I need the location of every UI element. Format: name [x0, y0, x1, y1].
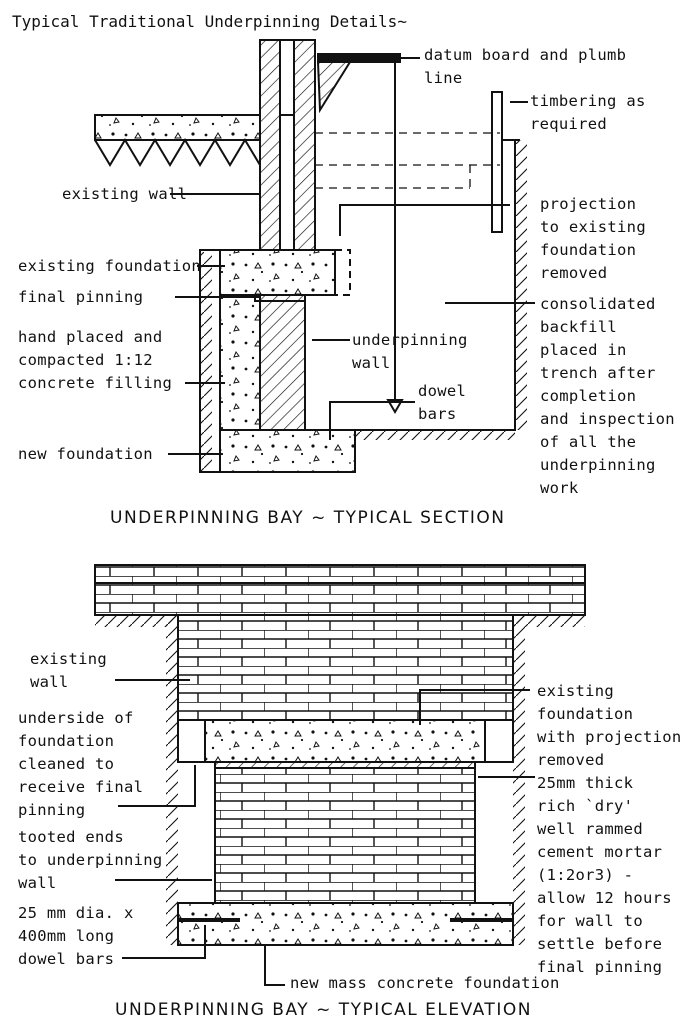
datum-board: [317, 53, 401, 63]
label-dowel-bars: dowel bars: [418, 382, 467, 423]
elevation-drawing: [94, 564, 586, 986]
label-consolidated-backfill: consolidated backfill placed in trench a…: [540, 295, 675, 497]
label-tooted-ends: tooted ends to underpinning wall: [18, 828, 163, 892]
label-hand-placed: hand placed and compacted 1:12 concrete …: [18, 328, 173, 392]
underpinning-wall-section: [259, 300, 306, 431]
hardcore-zigzag: [94, 138, 261, 167]
new-mass-concrete-foundation: [177, 902, 514, 946]
section-drawing: [94, 39, 535, 473]
concrete-filling: [219, 294, 261, 431]
title: Typical Traditional Underpinning Details…: [12, 12, 407, 31]
label-underside: underside of foundation cleaned to recei…: [18, 709, 144, 819]
label-datum-board: datum board and plumb line: [424, 46, 627, 87]
label-new-foundation: new foundation: [18, 445, 153, 463]
elevation-caption: UNDERPINNING BAY ~ TYPICAL ELEVATION: [115, 1000, 532, 1020]
underpinning-brickwork: [214, 767, 476, 904]
ground-slab: [94, 114, 261, 141]
label-dowel-bars-elev: 25 mm dia. x 400mm long dowel bars: [18, 904, 134, 968]
label-final-pinning: final pinning: [18, 288, 144, 306]
label-existing-wall: existing wall: [62, 185, 188, 203]
wall-cavity: [279, 39, 295, 251]
label-underpinning-wall: underpinning wall: [352, 331, 468, 372]
timbering: [491, 91, 503, 233]
section-caption: UNDERPINNING BAY ~ TYPICAL SECTION: [110, 508, 506, 528]
new-foundation-section: [219, 429, 356, 473]
label-existing-wall-elev: existing wall: [30, 650, 108, 691]
existing-foundation-elevation: [204, 719, 486, 763]
label-new-mass-concrete: new mass concrete foundation: [290, 974, 560, 992]
label-existing-foundation: existing foundation: [18, 257, 202, 275]
label-timbering: timbering as required: [530, 92, 646, 133]
label-mortar: 25mm thick rich `dry' well rammed cement…: [537, 774, 672, 976]
label-existing-foundation-elev: existing foundation with projection remo…: [537, 682, 682, 769]
upper-brickwork: [94, 564, 586, 616]
existing-foundation-section: [219, 249, 336, 296]
label-projection: projection to existing foundation remove…: [540, 195, 646, 282]
existing-wall-elevation: [177, 614, 514, 721]
